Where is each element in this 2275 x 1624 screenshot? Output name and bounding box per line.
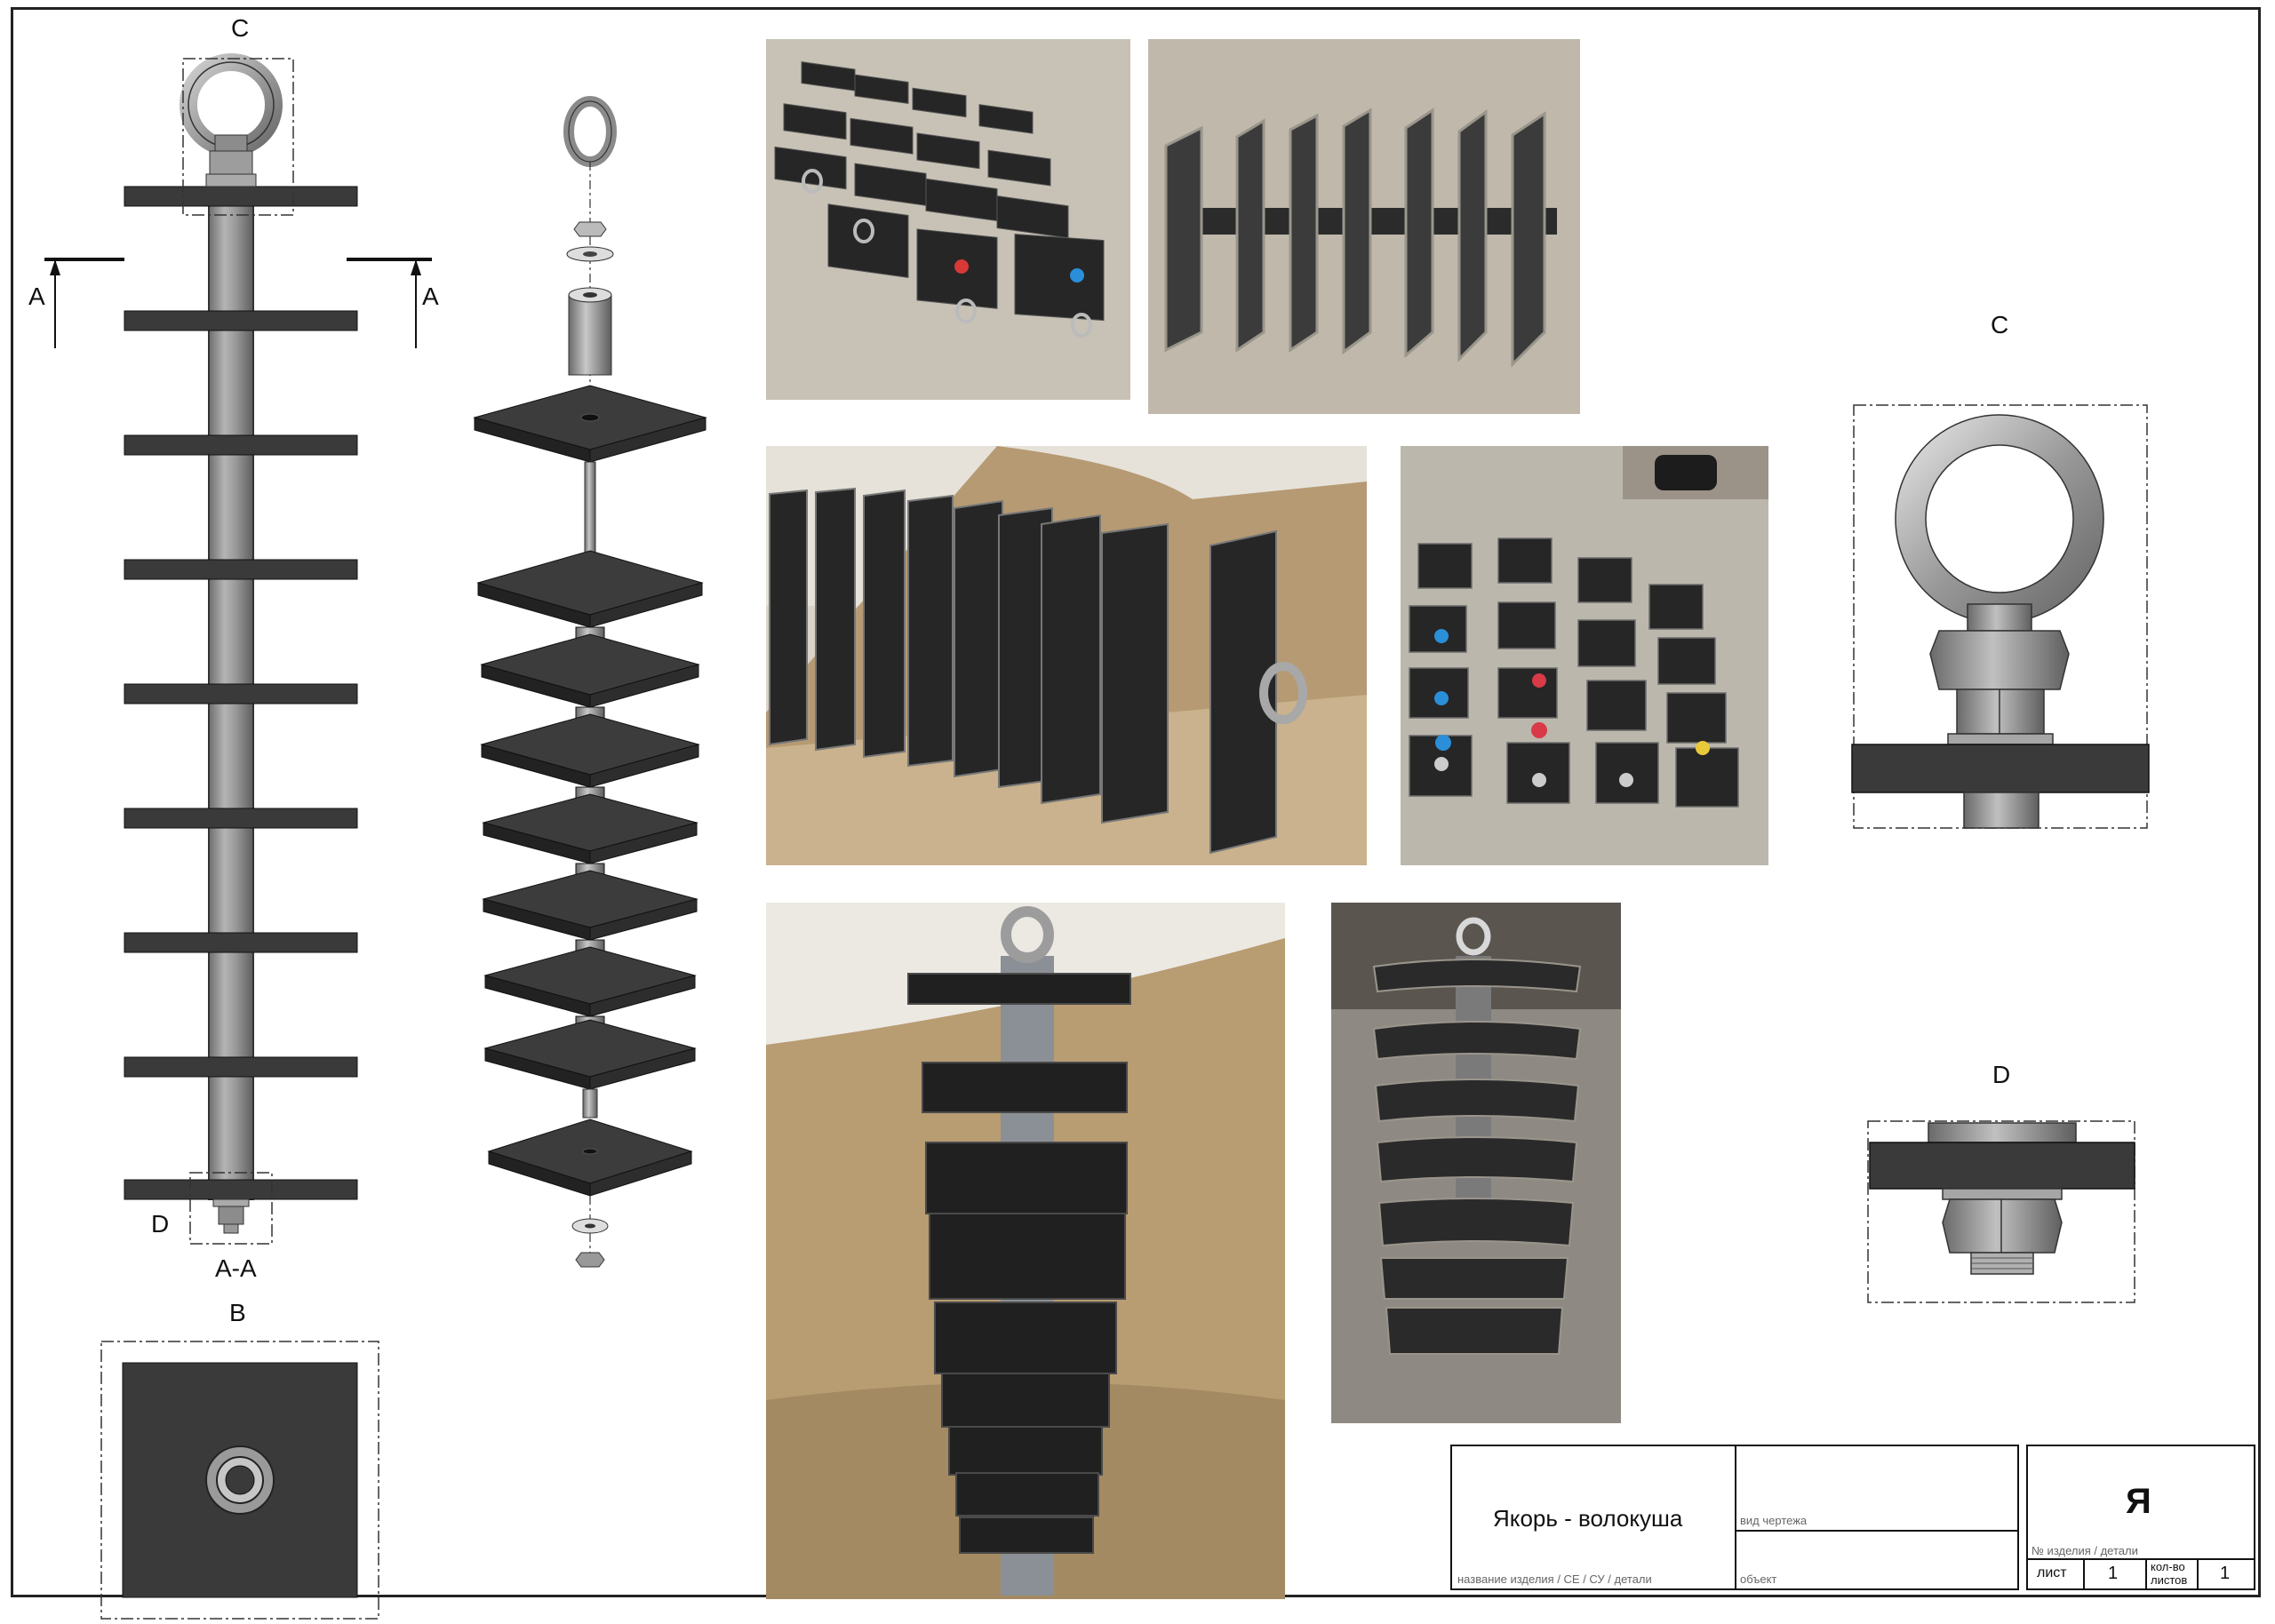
photo-unit-side-perspective	[1148, 39, 1580, 414]
photo-vertical-assembly-workshop	[1331, 903, 1621, 1423]
product-name: Якорь - волокуша	[1493, 1505, 1683, 1532]
photo-units-grid-colored	[1401, 446, 1768, 865]
sheets-count-label-2: листов	[2151, 1573, 2188, 1587]
section-view-a-a	[44, 53, 432, 1245]
view-b-label: B	[229, 1299, 246, 1326]
view-caption: вид чертежа	[1740, 1514, 1808, 1527]
sheet-label: лист	[2037, 1565, 2067, 1580]
part-number-caption: № изделия / детали	[2032, 1544, 2138, 1557]
object-caption: объект	[1740, 1572, 1777, 1586]
detail-c-label: C	[1991, 311, 2009, 338]
detail-c-marker: C	[231, 14, 250, 42]
company-logo: Я	[2126, 1482, 2151, 1521]
title-block-right: Я № изделия / детали лист 1 кол-во листо…	[2026, 1445, 2255, 1590]
view-b	[100, 1341, 379, 1620]
photo-unit-on-table	[766, 446, 1367, 865]
detail-d-view	[1867, 1120, 2135, 1303]
detail-d-label: D	[1992, 1061, 2011, 1088]
product-name-caption: название изделия / СЕ / СУ / детали	[1457, 1572, 1652, 1586]
photo-vertical-assembly-wood	[766, 903, 1285, 1599]
detail-c-view	[1851, 404, 2150, 829]
photo-units-grid-top	[766, 39, 1130, 400]
cut-label-right: A	[422, 283, 439, 310]
exploded-isometric-view	[473, 96, 707, 1268]
cut-label-left: A	[28, 283, 45, 310]
detail-d-marker: D	[151, 1210, 170, 1238]
sheets-count-value: 1	[2220, 1564, 2231, 1583]
sheets-count-label-1: кол-во	[2151, 1560, 2185, 1573]
section-label: A-A	[215, 1254, 257, 1282]
title-block: Якорь - волокуша название изделия / СЕ /…	[1450, 1445, 2019, 1590]
sheet-value: 1	[2108, 1564, 2119, 1583]
